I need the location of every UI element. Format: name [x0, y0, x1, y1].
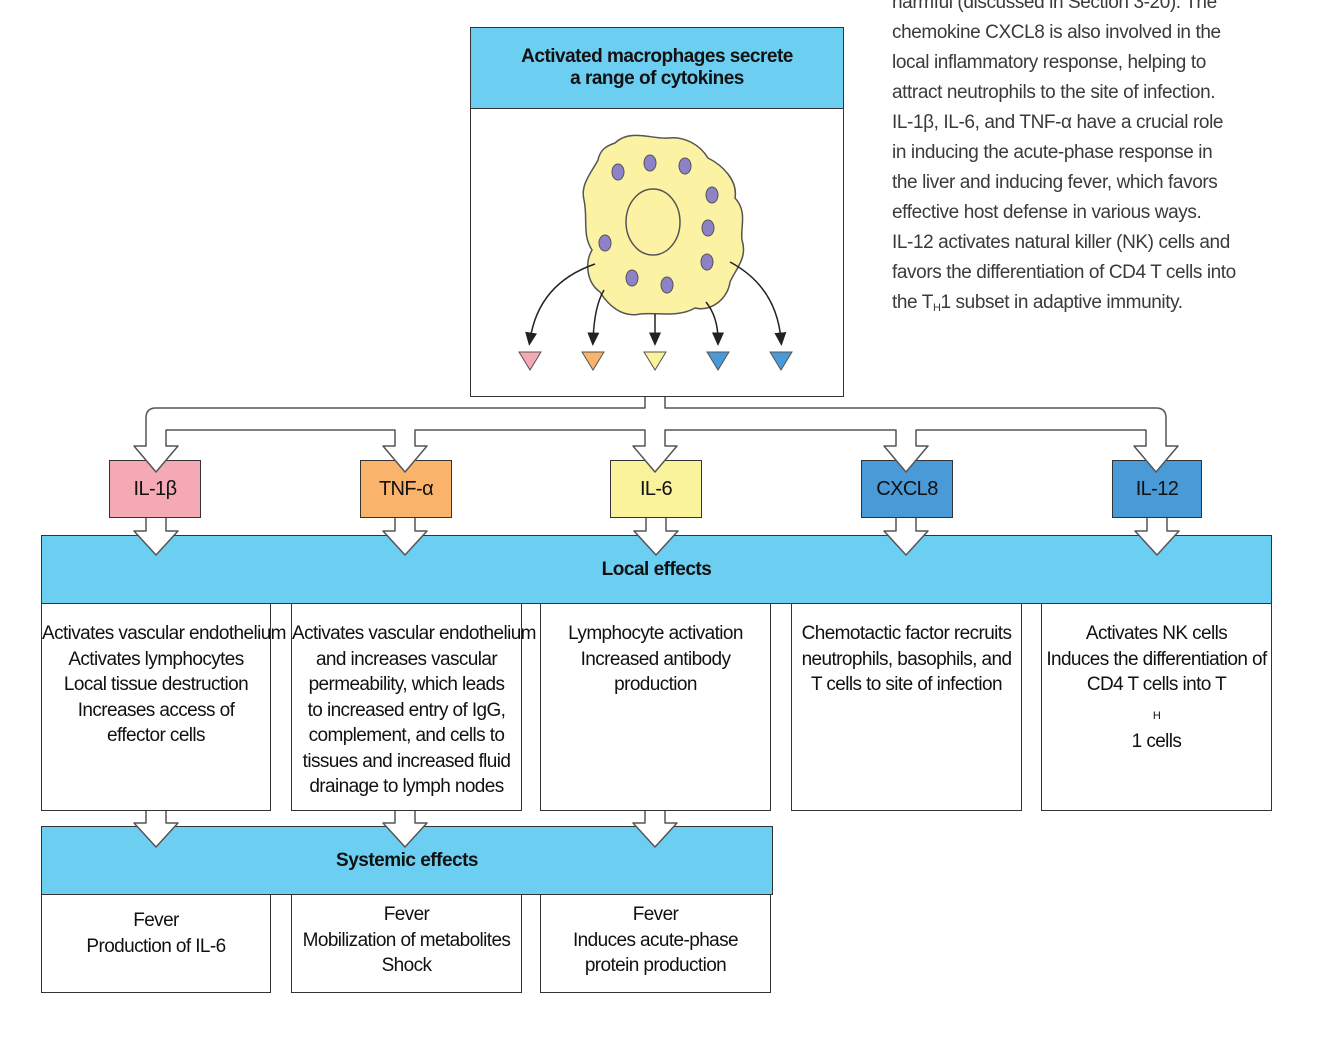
down-arrows-systemic [133, 811, 678, 848]
paragraph-line: favors the differentiation of CD4 T cell… [892, 262, 1236, 283]
secretion-arrows [525, 261, 787, 346]
paragraph-line: harmful (discussed in Section 3-20). The [892, 0, 1217, 13]
paragraph-line: in inducing the acute-phase response in [892, 142, 1213, 163]
paragraph-line: local inflammatory response, helping to [892, 52, 1206, 73]
explanatory-paragraph: harmful (discussed in Section 3-20). The… [892, 0, 1312, 323]
cytokine-triangle-pink-icon [518, 351, 542, 371]
paragraph-line: IL-1β, IL-6, and TNF-α have a crucial ro… [892, 112, 1224, 133]
cytokine-il6: IL-6 [610, 460, 702, 518]
paragraph-line: the liver and inducing fever, which favo… [892, 172, 1218, 193]
cytokine-triangle-blue-icon [769, 351, 793, 371]
paragraph-line: effective host defense in various ways. [892, 202, 1202, 223]
cytokine-triangle-blue-icon [706, 351, 730, 371]
paragraph-line: attract neutrophils to the site of infec… [892, 82, 1216, 103]
down-arrows-local [133, 518, 1180, 556]
cytokine-triangle-orange-icon [581, 351, 605, 371]
cytokine-triangle-yellow-icon [643, 351, 667, 371]
paragraph-line: chemokine CXCL8 is also involved in the [892, 22, 1221, 43]
paragraph-line: IL-12 activates natural killer (NK) cell… [892, 232, 1230, 253]
macrophage-granules [598, 154, 719, 294]
macrophage-panel-title: Activated macrophages secrete a range of… [470, 27, 844, 109]
macrophage-nucleus-icon [625, 188, 681, 256]
paragraph-line-last: the TH1 subset in adaptive immunity. [892, 292, 1183, 314]
local-effect-il12: Activates NK cells Induces the different… [1041, 603, 1272, 811]
distribution-pipe [133, 397, 1179, 473]
